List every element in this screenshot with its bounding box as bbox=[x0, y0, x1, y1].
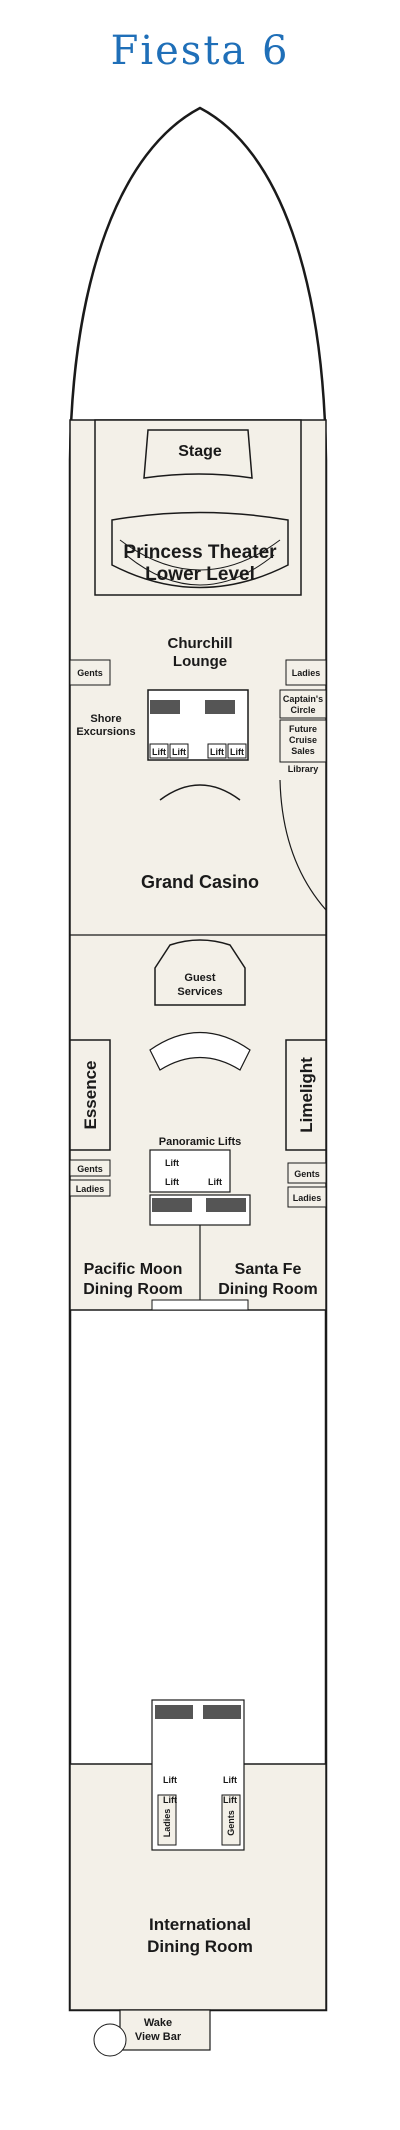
wake-bar-area bbox=[119, 2009, 211, 2051]
casino-divider bbox=[279, 779, 327, 911]
label-ladies-fwd: Ladies bbox=[292, 668, 321, 678]
label-captains-2: Circle bbox=[290, 705, 315, 715]
label-library: Library bbox=[288, 764, 319, 774]
room-ladies-mid bbox=[69, 1179, 111, 1197]
label-lift-aft-4: Lift bbox=[223, 1795, 237, 1805]
guest-services-desk bbox=[154, 939, 246, 1006]
label-intl-2: Dining Room bbox=[147, 1937, 253, 1956]
wake-bar-stair bbox=[93, 2023, 127, 2057]
label-lift-fwd-2: Lift bbox=[172, 747, 186, 757]
casino-entry bbox=[159, 784, 241, 801]
label-lift-aft-1: Lift bbox=[163, 1775, 177, 1785]
room-essence bbox=[69, 1039, 111, 1151]
label-guest-1: Guest bbox=[184, 972, 216, 984]
room-future-cruise bbox=[279, 719, 327, 763]
label-ladies-mid: Ladies bbox=[76, 1184, 105, 1194]
room-ladies-aft bbox=[157, 1794, 177, 1846]
label-lift-fwd-1: Lift bbox=[152, 747, 166, 757]
room-limelight bbox=[285, 1039, 327, 1151]
label-shore-1: Shore bbox=[90, 713, 121, 725]
label-ladies-aft: Ladies bbox=[162, 1809, 172, 1838]
label-wake-1: Wake bbox=[144, 2017, 172, 2029]
room-gents-mid bbox=[69, 1159, 111, 1177]
label-lift-mid-2: Lift bbox=[165, 1177, 179, 1187]
label-pacific-2: Dining Room bbox=[83, 1281, 183, 1298]
label-intl-1: International bbox=[149, 1915, 251, 1934]
panoramic-lift-core bbox=[149, 1149, 231, 1193]
label-gents-aft: Gents bbox=[226, 1810, 236, 1836]
room-ladies-mid-stbd bbox=[287, 1186, 327, 1208]
label-wake-2: View Bar bbox=[135, 2031, 182, 2043]
deck-title: Fiesta 6 bbox=[110, 28, 290, 74]
room-ladies-fwd bbox=[285, 659, 327, 686]
label-theater-1: Princess Theater bbox=[123, 542, 277, 563]
label-captains-1: Captain's bbox=[283, 694, 323, 704]
label-ladies-mid-stbd: Ladies bbox=[293, 1193, 322, 1203]
label-casino: Grand Casino bbox=[141, 872, 259, 892]
room-gents-aft bbox=[221, 1794, 241, 1846]
label-stage: Stage bbox=[178, 443, 222, 460]
label-guest-2: Services bbox=[177, 986, 222, 998]
theater-seating bbox=[111, 511, 289, 589]
label-panoramic-lifts: Panoramic Lifts bbox=[159, 1136, 242, 1148]
stage-outline bbox=[143, 429, 253, 479]
label-gents-mid-stbd: Gents bbox=[294, 1169, 320, 1179]
label-lift-aft-2: Lift bbox=[163, 1795, 177, 1805]
label-lift-mid-1: Lift bbox=[165, 1158, 179, 1168]
label-pacific-1: Pacific Moon bbox=[84, 1261, 183, 1278]
label-lounge-1: Churchill bbox=[167, 635, 232, 652]
label-gents-fwd: Gents bbox=[77, 668, 103, 678]
label-lounge-2: Lounge bbox=[173, 653, 227, 670]
label-lift-fwd-4: Lift bbox=[230, 747, 244, 757]
room-captains bbox=[279, 689, 327, 719]
label-future-2: Cruise bbox=[289, 735, 317, 745]
room-gents-fwd bbox=[69, 659, 111, 686]
label-future-1: Future bbox=[289, 724, 317, 734]
label-limelight: Limelight bbox=[297, 1057, 316, 1133]
label-lift-fwd-3: Lift bbox=[210, 747, 224, 757]
label-lift-mid-3: Lift bbox=[208, 1177, 222, 1187]
label-shore-2: Excursions bbox=[76, 726, 135, 738]
label-santafe-1: Santa Fe bbox=[235, 1261, 302, 1278]
label-santafe-2: Dining Room bbox=[218, 1281, 318, 1298]
label-theater-2: Lower Level bbox=[145, 564, 255, 585]
label-future-3: Sales bbox=[291, 746, 315, 756]
label-essence: Essence bbox=[81, 1061, 100, 1130]
label-lift-aft-3: Lift bbox=[223, 1775, 237, 1785]
room-gents-mid-stbd bbox=[287, 1162, 327, 1184]
label-gents-mid: Gents bbox=[77, 1164, 103, 1174]
atrium-staircase bbox=[149, 1032, 251, 1071]
